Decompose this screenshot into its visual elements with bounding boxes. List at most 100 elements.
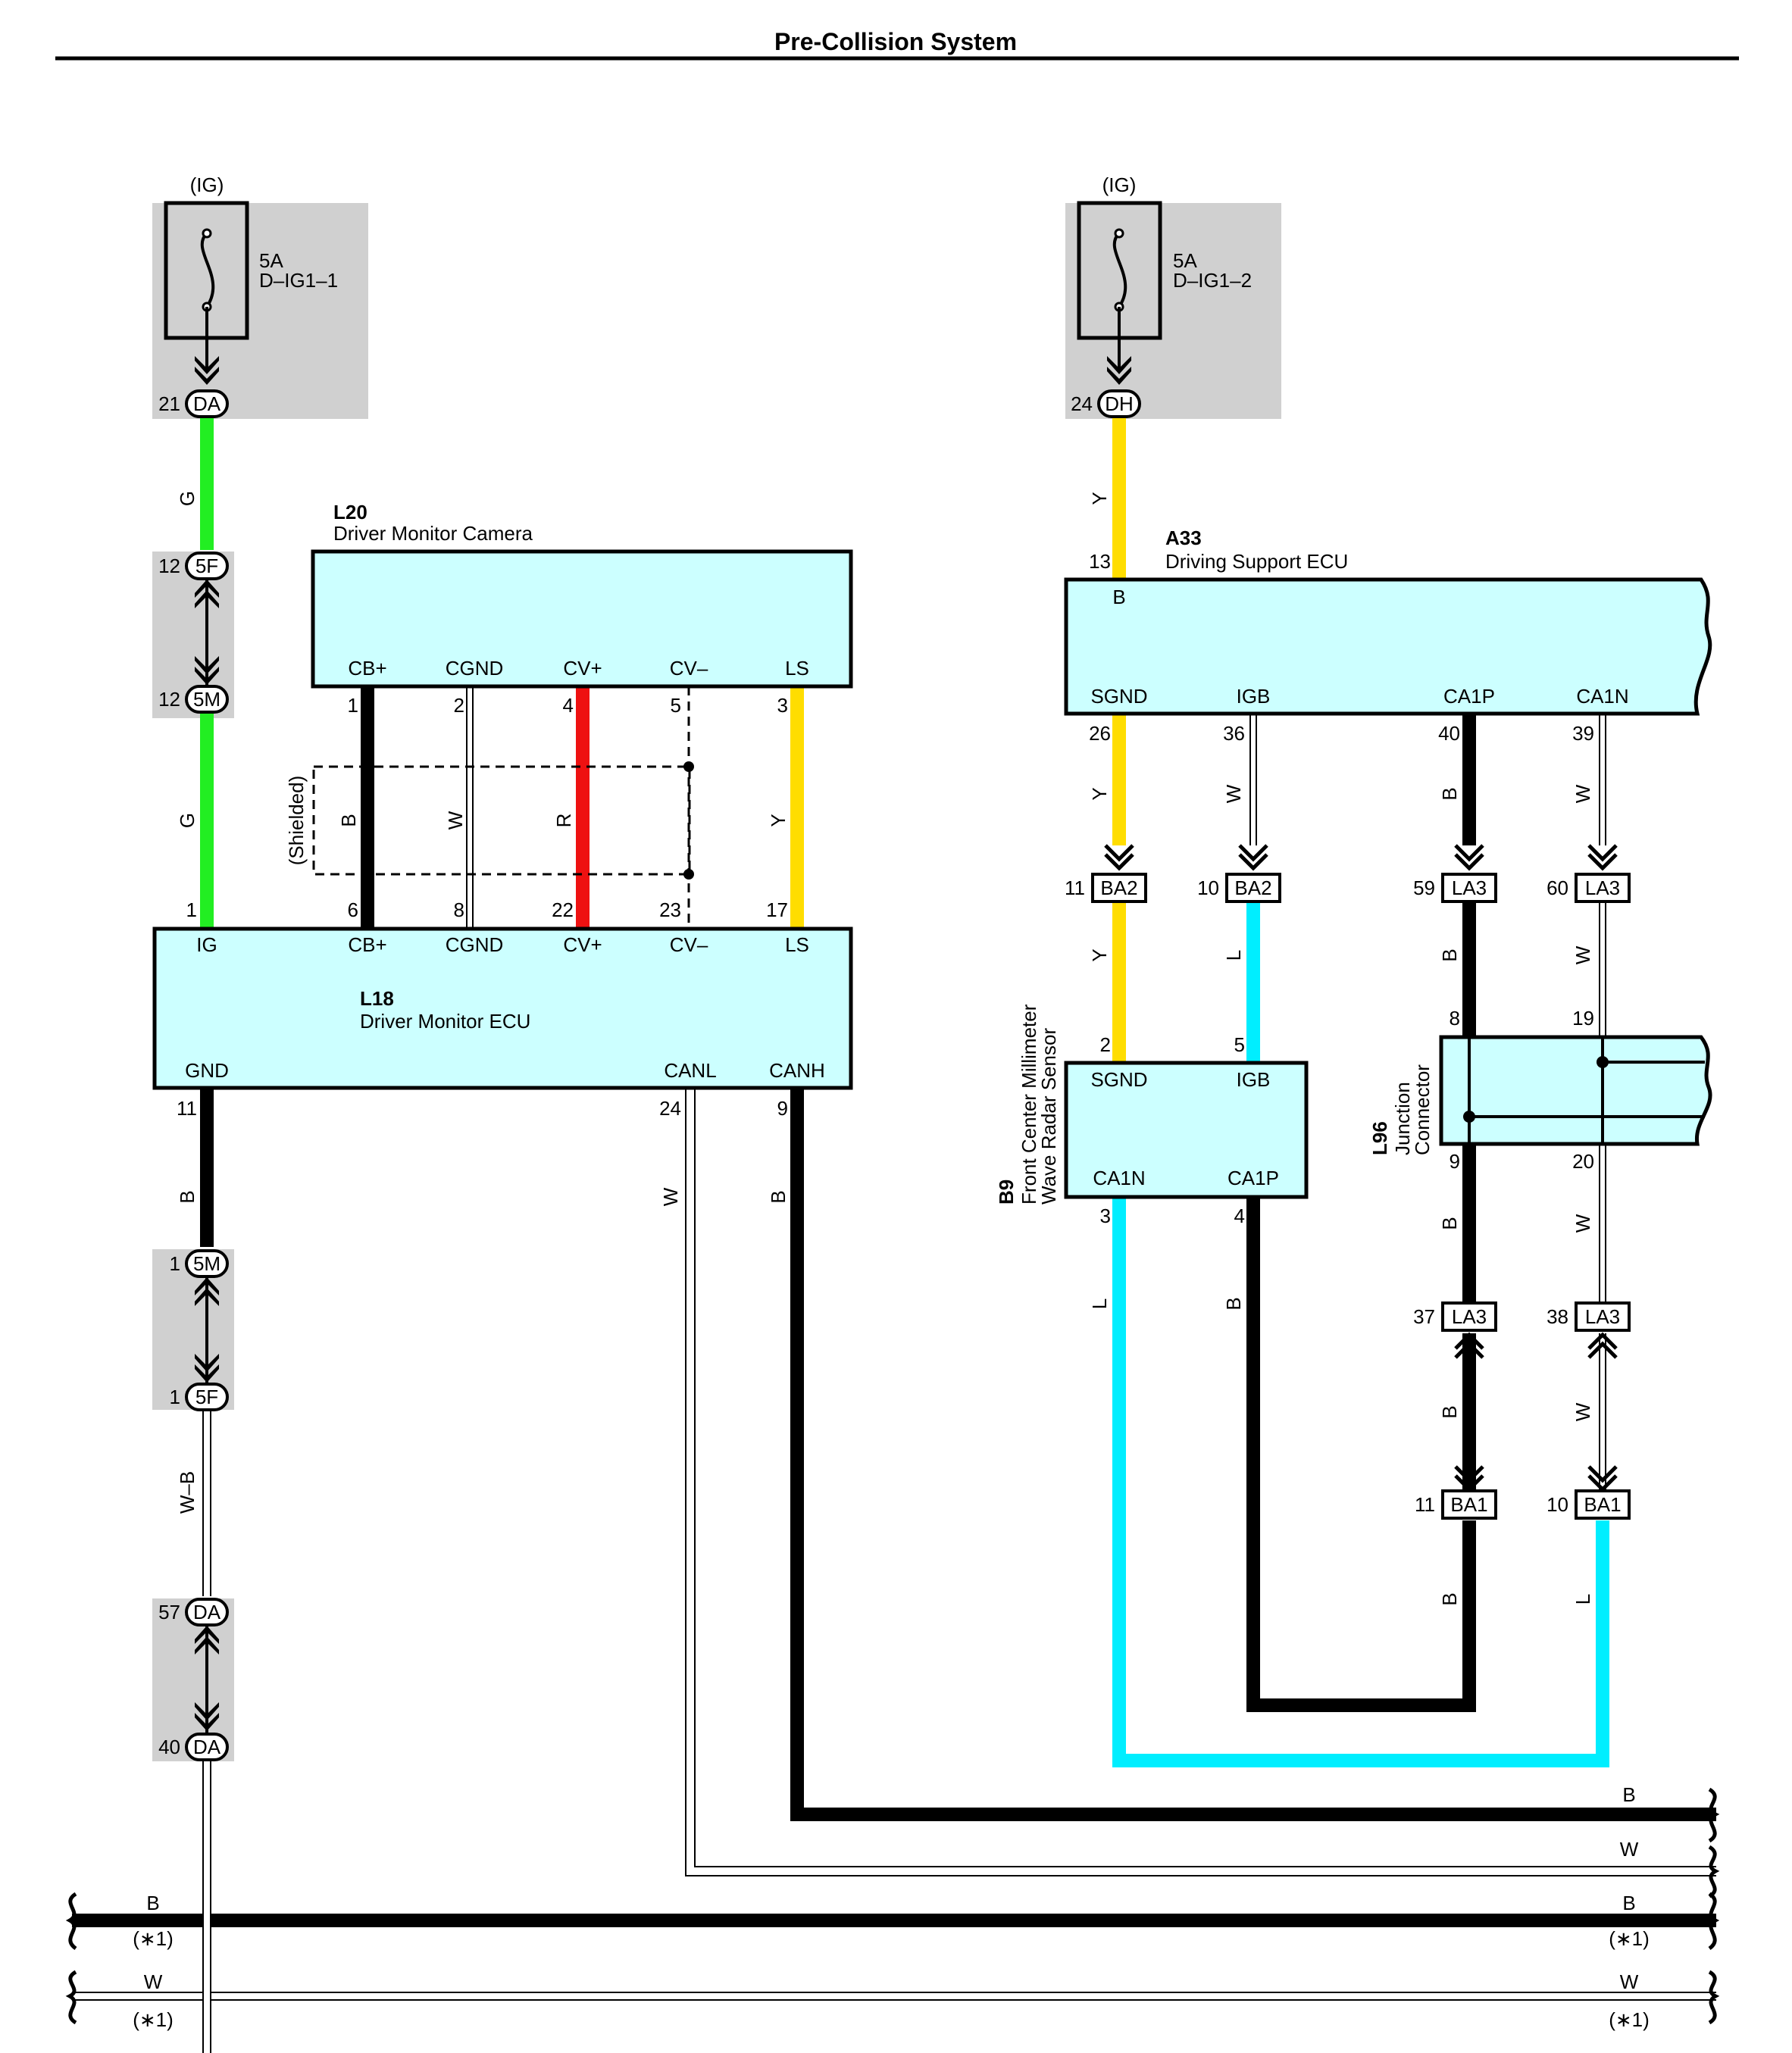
svg-text:DH: DH — [1105, 392, 1134, 415]
a33-box — [1064, 577, 1712, 716]
bus-label-canh: B — [1622, 1783, 1635, 1806]
label-canh-b: B — [767, 1190, 790, 1203]
svg-text:LA3: LA3 — [1452, 877, 1487, 899]
l20-num-5: 3 — [777, 694, 788, 717]
svg-text:38: 38 — [1546, 1305, 1568, 1328]
connector-ba1-11: BA1 11 — [1415, 1489, 1497, 1520]
fuse-right-icon — [1112, 232, 1127, 308]
a33-pin-ca1n: CA1N — [1576, 685, 1628, 708]
l96-name-line1: Junction — [1391, 1082, 1414, 1155]
a33-code: A33 — [1165, 527, 1202, 549]
label-ba2-y: Y — [1088, 948, 1111, 961]
connector-la3-37: LA3 37 — [1413, 1301, 1497, 1332]
bus-note-black-right: (∗1) — [1609, 1927, 1650, 1950]
a33-num-ca1p: 40 — [1438, 722, 1460, 745]
bus-label-white-left: W — [144, 1970, 163, 1993]
svg-text:10: 10 — [1197, 877, 1219, 899]
svg-text:11: 11 — [1415, 1493, 1435, 1516]
label-l20-w: W — [444, 811, 467, 830]
label-ba2-l: L — [1222, 950, 1245, 961]
svg-text:1: 1 — [170, 1252, 180, 1275]
fuse-left-rating: 5A — [259, 249, 283, 272]
fuse-right-name: D–IG1–2 — [1173, 269, 1252, 292]
svg-text:BA2: BA2 — [1100, 877, 1137, 899]
label-l20-b: B — [337, 814, 360, 827]
svg-text:37: 37 — [1413, 1305, 1435, 1328]
l18-pin-gnd: GND — [185, 1059, 229, 1082]
break-left-white — [65, 1970, 77, 2025]
label-ba1-l: L — [1572, 1594, 1594, 1605]
l18-num-canh: 9 — [777, 1097, 788, 1120]
a33-pin-b: B — [1112, 586, 1125, 608]
fuse-right-power: (IG) — [1102, 173, 1137, 196]
wire-b9-b — [1246, 1197, 1476, 1712]
bus-label-black-left: B — [146, 1892, 159, 1914]
fuse-right-rating: 5A — [1173, 249, 1197, 272]
fuse-box-left-bg — [152, 203, 368, 419]
a33-name: Driving Support ECU — [1165, 550, 1348, 573]
fuse-left-name: D–IG1–1 — [259, 269, 338, 292]
a33-num-ca1n: 39 — [1572, 722, 1594, 745]
label-igb-w: W — [1222, 784, 1245, 803]
l18-pin-canh: CANH — [769, 1059, 825, 1082]
l96-name-line2: Connector — [1411, 1064, 1434, 1155]
l96-code: L96 — [1368, 1121, 1391, 1155]
l20-name: Driver Monitor Camera — [333, 522, 533, 545]
l18-num-canl: 24 — [659, 1097, 681, 1120]
break-right-black — [1708, 1892, 1720, 1951]
connector-ba2-10: BA2 10 — [1197, 873, 1281, 903]
l18-num-cbplus: 6 — [348, 898, 358, 921]
connector-la3-38: LA3 38 — [1546, 1301, 1631, 1332]
label-b9-l: L — [1088, 1298, 1111, 1309]
b9-box — [1064, 1061, 1309, 1199]
svg-text:5F: 5F — [195, 1386, 218, 1408]
label-sgnd-y: Y — [1088, 787, 1111, 800]
svg-text:LA3: LA3 — [1585, 877, 1620, 899]
svg-text:LA3: LA3 — [1585, 1305, 1620, 1328]
label-l20-y: Y — [767, 814, 790, 827]
a33-pin-igb: IGB — [1237, 685, 1271, 708]
fuse-left-power: (IG) — [190, 173, 224, 196]
shield — [312, 765, 691, 876]
label-b9-b: B — [1222, 1297, 1245, 1310]
b9-name-line2: Wave Radar Sensor — [1037, 1028, 1060, 1205]
label-la3c-b: B — [1438, 1405, 1461, 1418]
l18-num-ig: 1 — [186, 898, 197, 921]
b9-name-line1: Front Center Millimeter — [1018, 1004, 1040, 1205]
l20-pin-cbplus: CB+ — [348, 657, 386, 680]
svg-text:DA: DA — [193, 392, 221, 415]
svg-text:5M: 5M — [193, 688, 220, 711]
junction-dh-fuse: DH 24 — [1071, 389, 1141, 418]
l18-pin-canl: CANL — [664, 1059, 716, 1082]
l18-name: Driver Monitor ECU — [360, 1010, 530, 1033]
l20-num-1: 1 — [348, 694, 358, 717]
svg-text:57: 57 — [158, 1601, 180, 1623]
l18-num-ls: 17 — [766, 898, 788, 921]
label-ca1n-w: W — [1572, 784, 1594, 803]
svg-text:5F: 5F — [195, 555, 218, 577]
connector-ba1-10: BA1 10 — [1546, 1489, 1631, 1520]
junction-5f-bot: 5F 1 — [170, 1383, 229, 1411]
svg-text:21: 21 — [158, 392, 180, 415]
svg-text:40: 40 — [158, 1736, 180, 1758]
bus-label-white-right: W — [1620, 1970, 1639, 1993]
svg-text:12: 12 — [158, 555, 180, 577]
b9-pin-sgnd: SGND — [1090, 1068, 1147, 1091]
break-left-black — [65, 1892, 77, 1951]
l96-num-9: 9 — [1450, 1150, 1460, 1173]
connector-la3-59: LA3 59 — [1413, 873, 1497, 903]
l20-pin-cvplus: CV+ — [563, 657, 602, 680]
svg-text:5M: 5M — [193, 1252, 220, 1275]
b9-code: B9 — [995, 1180, 1018, 1205]
label-la3d-w: W — [1572, 1402, 1594, 1421]
label-g1: G — [176, 491, 199, 506]
b9-num-ca1p: 4 — [1234, 1205, 1245, 1227]
label-ca1p-b: B — [1438, 787, 1461, 800]
svg-text:24: 24 — [1071, 392, 1093, 415]
label-l96-b: B — [1438, 1217, 1461, 1230]
svg-text:DA: DA — [193, 1736, 221, 1758]
fuse-left-icon — [200, 232, 215, 308]
label-canl-w: W — [659, 1187, 682, 1206]
bus-note-black-left: (∗1) — [133, 1927, 174, 1950]
